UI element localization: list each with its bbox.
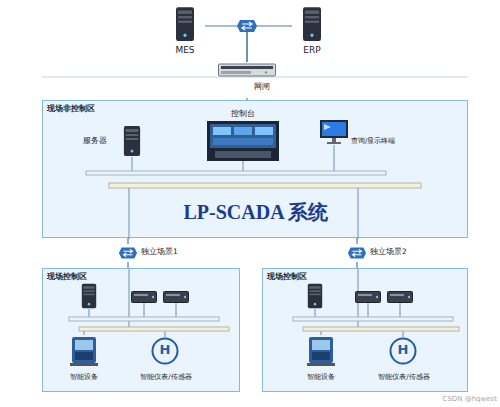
- connector-line: [127, 238, 128, 244]
- node-label: ERP: [292, 45, 332, 55]
- symbol-letter: H: [389, 343, 417, 358]
- node-label: 独立场景1: [141, 248, 190, 257]
- node-label: 网闸: [254, 82, 288, 91]
- node-label: 服务器: [83, 136, 121, 145]
- device-icon: [319, 119, 349, 145]
- switch-node: 独立场景1: [118, 244, 190, 262]
- gateway-node: 网闸: [218, 62, 288, 98]
- node-label: 现场控制区: [47, 272, 147, 281]
- device-node: 智能设备: [51, 335, 117, 389]
- system-title: LP-SCADA 系统: [103, 201, 409, 223]
- node-label: 独立场景2: [370, 248, 419, 257]
- device-icon: [306, 335, 336, 367]
- device-icon: [207, 121, 279, 161]
- zone-box: 现场控制区智能设备 H 智能仪表/传感器: [262, 268, 468, 392]
- bus-wiring: [263, 269, 469, 393]
- device-node: 智能设备: [288, 335, 354, 389]
- node-label: 智能仪表/传感器: [121, 373, 211, 381]
- device-icon: [175, 6, 195, 42]
- device-icon: [123, 125, 141, 157]
- node-label: 智能设备: [51, 373, 117, 381]
- sensor-node: H 智能仪表/传感器: [359, 335, 449, 389]
- device-icon: [302, 6, 322, 42]
- server-node: MES: [165, 6, 205, 60]
- node-label: 查询/显示终端: [351, 137, 419, 145]
- node-label: 智能设备: [288, 373, 354, 381]
- symbol-letter: H: [151, 343, 179, 358]
- node-label: MES: [165, 45, 205, 55]
- connector-line: [356, 238, 357, 244]
- watermark: CSDN @hqwest: [405, 396, 497, 404]
- node-label: 控制台: [203, 109, 283, 118]
- node-label: 智能仪表/传感器: [359, 373, 449, 381]
- sensor-node: H 智能仪表/传感器: [121, 335, 211, 389]
- zone-box: 现场控制区智能设备 H 智能仪表/传感器: [42, 268, 240, 392]
- node-label: 现场非控制区: [47, 104, 167, 113]
- server-node: 服务器: [83, 125, 143, 161]
- device-icon: [218, 62, 276, 78]
- network-switch: [236, 16, 258, 36]
- device-icon: [347, 244, 367, 262]
- device-icon: [69, 335, 99, 367]
- node-label: 现场控制区: [267, 272, 367, 281]
- zone-box: 现场非控制区服务器 控制台查询/显示终端 LP-SCADA 系统: [42, 100, 468, 238]
- terminal-node: 查询/显示终端: [319, 119, 419, 159]
- console-node: 控制台: [203, 109, 283, 163]
- switch-node: 独立场景2: [347, 244, 419, 262]
- server-node: ERP: [292, 6, 332, 60]
- device-icon: [118, 244, 138, 262]
